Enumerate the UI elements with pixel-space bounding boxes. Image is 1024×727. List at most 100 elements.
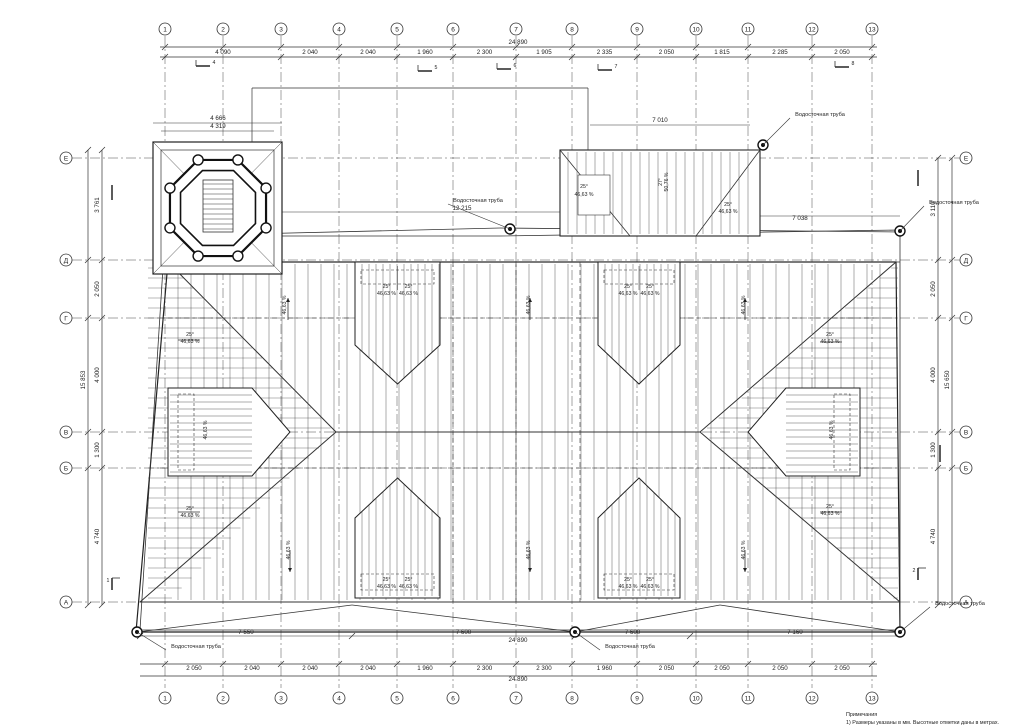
axis-label: 6 [451, 696, 455, 703]
axis-label: 3 [279, 696, 283, 703]
axis-label: 9 [635, 696, 639, 703]
slope-label: 25° [826, 332, 834, 338]
slope-label: 46,63 % [820, 511, 839, 517]
dimension-text: 2 050 [772, 665, 788, 672]
tower-octagon [168, 158, 268, 258]
section-number: 4 [213, 60, 216, 66]
slope-percent: 46,63 % [618, 584, 637, 590]
slope-arrow-head [528, 298, 532, 302]
axis-bubble [959, 311, 973, 325]
axis-label: 12 [808, 696, 816, 703]
text-labels: 25°46,63 %25°46,63 %25°46,63 %25°46,63 %… [180, 172, 839, 559]
dimension-tick [277, 660, 285, 668]
axis-bubble [332, 22, 346, 36]
dimension-text: 7 010 [652, 117, 668, 124]
axis-label: Е [964, 155, 969, 162]
axis-label: Д [964, 257, 969, 264]
dormer-window [603, 573, 675, 591]
dormer-outline [354, 477, 441, 599]
dimension-text: 2 050 [186, 665, 202, 672]
axis-label: 8 [570, 696, 574, 703]
dimension-text: 2 050 [930, 281, 937, 297]
leader-line [136, 631, 167, 651]
dimension-tick [84, 601, 92, 609]
axis-bubble [446, 22, 460, 36]
slope-label: 25° [186, 332, 194, 338]
dimension-tick [744, 43, 752, 51]
dormer-outline [597, 261, 681, 385]
slope-angle: 25° [624, 577, 632, 583]
slope-label: 46,63 % [741, 540, 747, 559]
drainpipe-label: Водосточная труба [929, 200, 980, 206]
slope-angle: 25° [383, 284, 391, 290]
dimension-text: 2 050 [714, 665, 730, 672]
dimension-text: 2 040 [360, 665, 376, 672]
tower-roof [152, 141, 283, 275]
axis-label: 7 [514, 696, 518, 703]
tower-post [192, 154, 204, 166]
dimension-text: 2 050 [659, 665, 675, 672]
dormer-outline [747, 387, 861, 477]
dormer-outline [597, 477, 681, 599]
leader-line [762, 117, 791, 146]
axis-bubble [332, 691, 346, 705]
dimension-text: 1 905 [536, 49, 552, 56]
tower-post [260, 222, 272, 234]
section-number: 5 [435, 65, 438, 71]
tower-stair [202, 179, 234, 233]
dimension-tick [512, 43, 520, 51]
axis-bubble [59, 311, 73, 325]
slope-label: 46,63 % [829, 420, 835, 439]
slope-percent: 46,63 % [640, 584, 659, 590]
dimension-text: 2 300 [477, 49, 493, 56]
dimension-tick [868, 53, 876, 61]
notes-text: 1) Размеры указаны в мм. Высотные отметк… [846, 720, 999, 726]
section-number: 1 [107, 578, 110, 584]
axis-bubble [59, 151, 73, 165]
dimension-text: 2 050 [834, 665, 850, 672]
leader-line [447, 203, 511, 230]
dimension-text: 1 815 [714, 49, 730, 56]
dimension-text: 4 740 [930, 528, 937, 544]
dimension-tick [84, 428, 92, 436]
dimension-text: 24 890 [509, 676, 528, 683]
drainpipe-label: Водосточная труба [605, 644, 656, 650]
dormer-window [360, 573, 435, 591]
dimension-tick [934, 428, 942, 436]
dimension-tick [568, 660, 576, 668]
slope-label: 46,63 % [526, 540, 532, 559]
axis-label: 2 [221, 696, 225, 703]
dimension-tick [98, 314, 106, 322]
dimension-tick [633, 660, 641, 668]
dimension-tick [277, 43, 285, 51]
dormer-outline [167, 387, 291, 477]
slope-percent: 46,63 % [399, 291, 418, 297]
dimension-tick [948, 428, 956, 436]
dimension-text: 24 890 [509, 637, 528, 644]
axis-label: В [964, 429, 968, 436]
drainpipe-label: Водосточная труба [795, 112, 846, 118]
dimension-text: 2 335 [597, 49, 613, 56]
axis-bubble [565, 22, 579, 36]
dimension-tick [161, 43, 169, 51]
axis-bubble [59, 425, 73, 439]
slope-label: 25° [826, 504, 834, 510]
hip-line [695, 149, 761, 237]
axis-label: 6 [451, 27, 455, 34]
dimension-tick [335, 660, 343, 668]
dimension-tick [335, 43, 343, 51]
dimension-tick [348, 632, 356, 640]
axis-label: 11 [745, 696, 752, 703]
axis-label: 1 [163, 696, 167, 703]
dimension-text: 3 761 [94, 197, 101, 213]
eaves-line [574, 604, 721, 633]
axis-label: 3 [279, 27, 283, 34]
axis-label: 8 [570, 27, 574, 34]
axis-bubble [689, 691, 703, 705]
slope-arrow-head [743, 568, 747, 572]
slope-label: 46,63 % [718, 209, 737, 215]
axis-label: А [964, 599, 969, 606]
slope-angle: 25° [624, 284, 632, 290]
dimension-tick [393, 660, 401, 668]
